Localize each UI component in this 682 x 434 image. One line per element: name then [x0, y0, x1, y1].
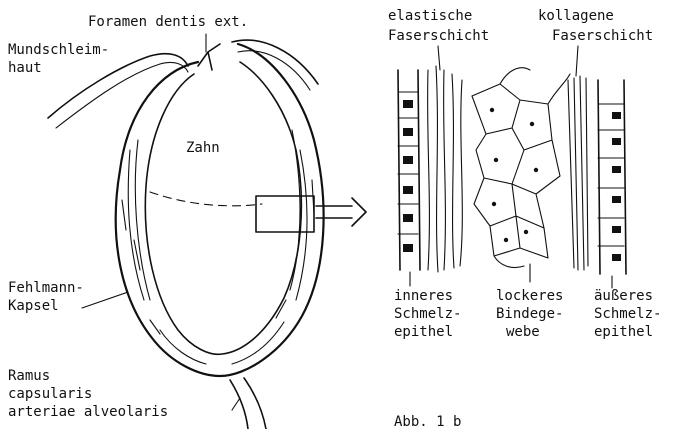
- label-zahn: Zahn: [186, 140, 220, 156]
- elastic-fibres: [428, 66, 463, 272]
- mucosa-strand-left: [48, 54, 188, 118]
- outer-epithelium-border: [598, 80, 626, 274]
- label-aeusseres-1: äußeres: [594, 288, 653, 304]
- loose-tissue-cells: [472, 68, 570, 268]
- label-inneres-1: inneres: [394, 288, 453, 304]
- label-lockeres-1: lockeres: [496, 288, 563, 304]
- outer-epithelium-cells: [598, 104, 624, 246]
- mucosa-strand-right-inner: [238, 51, 310, 90]
- label-fehlmann-2: Kapsel: [8, 298, 59, 314]
- label-ramus-2: capsularis: [8, 386, 92, 402]
- label-inneres-2: Schmelz-: [394, 306, 461, 322]
- elastische-leader: [438, 46, 440, 70]
- inner-epithelium-nuclei: [403, 100, 413, 252]
- capsule-inner: [145, 62, 301, 354]
- ramus-leader: [232, 398, 240, 410]
- label-elastische-1: elastische: [388, 8, 472, 24]
- tooth-capsule-drawing: [48, 34, 366, 429]
- ramus-vessel: [230, 378, 266, 429]
- kollagene-leader: [576, 46, 578, 76]
- label-mundschleim-1: Mundschleim-: [8, 42, 109, 58]
- dashed-line: [150, 192, 262, 206]
- capsule-outer: [116, 44, 324, 376]
- tooth-tip: [198, 44, 220, 70]
- label-kollagene-1: kollagene: [538, 8, 614, 24]
- collagen-fibres: [568, 76, 588, 270]
- figure-caption: Abb. 1 b: [394, 414, 461, 429]
- label-lockeres-3: webe: [506, 324, 540, 340]
- label-mundschleim-2: haut: [8, 60, 42, 76]
- capsule-fibres: [122, 130, 314, 364]
- fehlmann-leader: [82, 292, 128, 308]
- label-elastische-2: Faserschicht: [388, 28, 489, 44]
- label-ramus-3: arteriae alveolaris: [8, 404, 168, 420]
- magnify-box: [256, 196, 314, 232]
- arrow-head: [352, 198, 366, 226]
- label-aeusseres-3: epithel: [594, 324, 653, 340]
- label-fehlmann-1: Fehlmann-: [8, 280, 84, 296]
- outer-epithelium-nuclei: [612, 112, 621, 261]
- label-foramen: Foramen dentis ext.: [88, 14, 248, 30]
- histology-detail: [398, 46, 626, 288]
- arrow-shaft: [316, 206, 352, 218]
- label-inneres-3: epithel: [394, 324, 453, 340]
- label-aeusseres-2: Schmelz-: [594, 306, 661, 322]
- label-ramus-1: Ramus: [8, 368, 50, 384]
- label-lockeres-2: Bindege-: [496, 306, 563, 322]
- label-kollagene-2: Faserschicht: [552, 28, 653, 44]
